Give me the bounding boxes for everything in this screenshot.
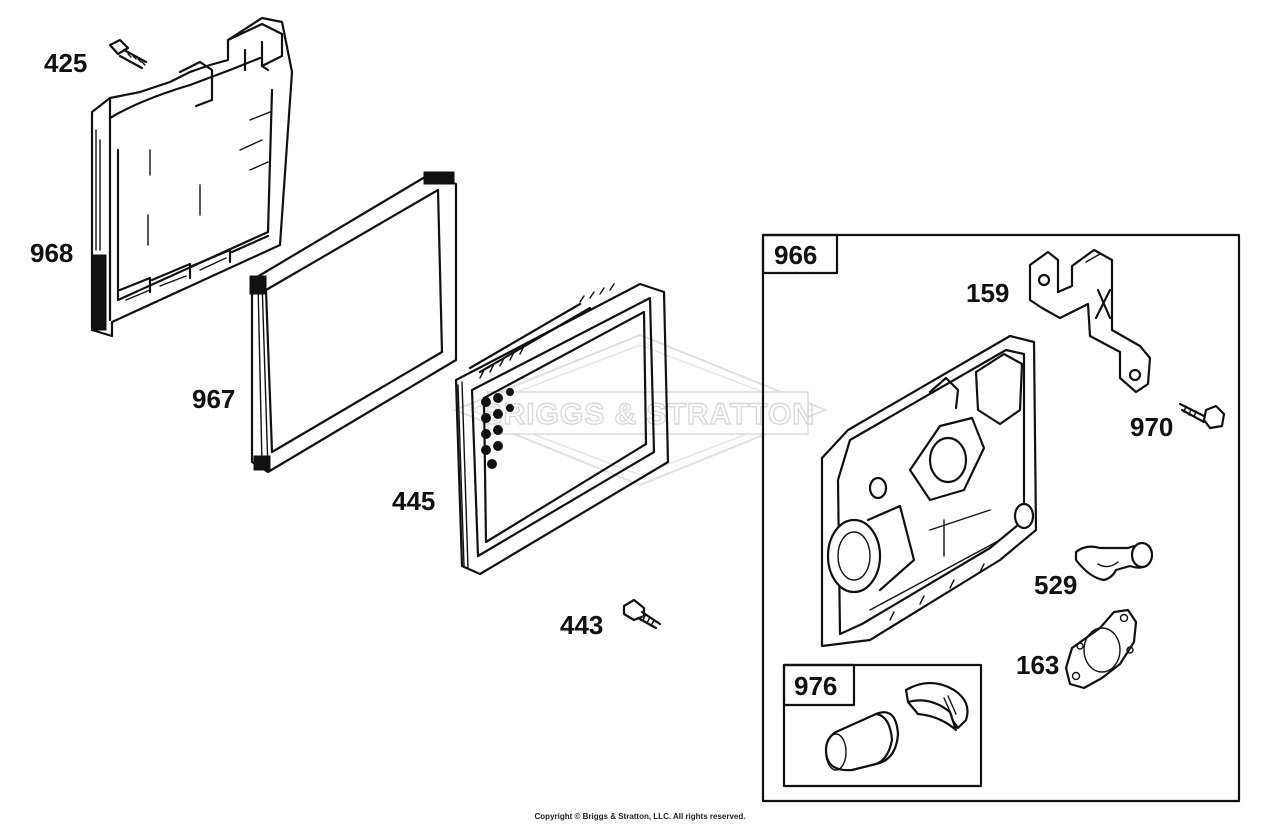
part-number-967: 967 bbox=[192, 384, 235, 414]
kit-box-966 bbox=[761, 233, 1241, 803]
part-number-443: 443 bbox=[560, 610, 603, 640]
bolt-970[interactable] bbox=[1178, 402, 1226, 430]
screw-443[interactable] bbox=[622, 598, 662, 630]
plug-976[interactable] bbox=[824, 711, 900, 772]
air-cleaner-base-966[interactable] bbox=[820, 334, 1038, 648]
air-cleaner-cover-968[interactable] bbox=[90, 16, 294, 338]
watermark-text: BRIGGS & STRATTON bbox=[481, 398, 815, 431]
bracket-159[interactable] bbox=[1028, 248, 1152, 394]
part-number-968: 968 bbox=[30, 238, 73, 268]
air-filter-445[interactable] bbox=[454, 282, 670, 576]
part-number-966: 966 bbox=[774, 240, 817, 270]
bolt-425[interactable] bbox=[108, 38, 148, 70]
gasket-163[interactable] bbox=[1064, 608, 1138, 690]
part-number-445: 445 bbox=[392, 486, 435, 516]
part-number-976: 976 bbox=[794, 671, 837, 701]
pre-filter-967[interactable] bbox=[249, 171, 458, 474]
part-number-163: 163 bbox=[1016, 650, 1059, 680]
kit-box-976 bbox=[782, 663, 983, 788]
part-number-529: 529 bbox=[1034, 570, 1077, 600]
copyright-notice: Copyright © Briggs & Stratton, LLC. All … bbox=[534, 812, 746, 821]
brand-watermark: BRIGGS & STRATTON bbox=[452, 333, 828, 487]
elbow-tube-529[interactable] bbox=[1074, 541, 1154, 582]
part-number-159: 159 bbox=[966, 278, 1009, 308]
part-number-425: 425 bbox=[44, 48, 87, 78]
clamp-976[interactable] bbox=[904, 681, 969, 732]
part-number-970: 970 bbox=[1130, 412, 1173, 442]
